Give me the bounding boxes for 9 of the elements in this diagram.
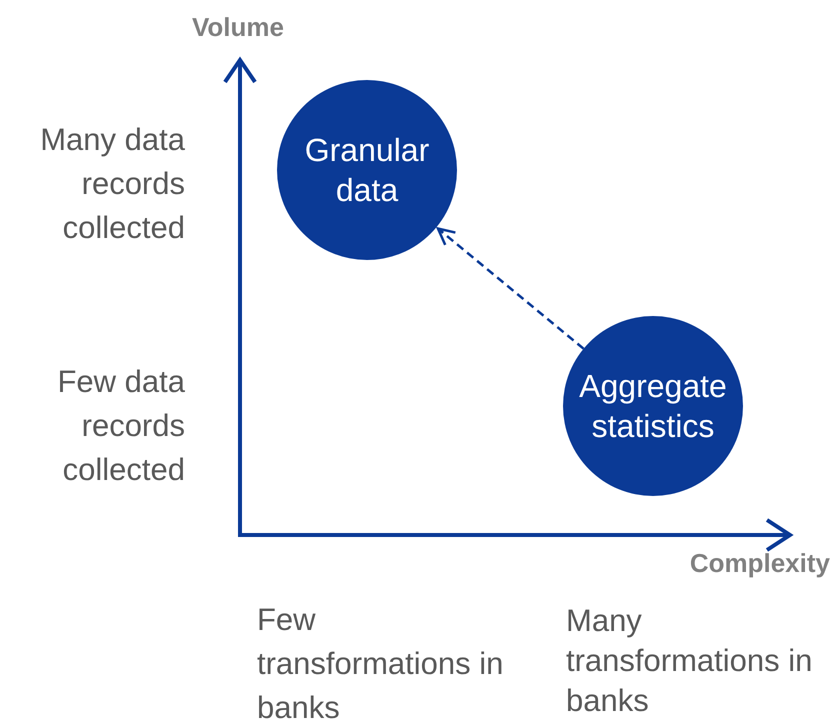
axis-label: Many data records collected [39, 121, 185, 247]
dashed-arrow [436, 227, 584, 350]
axis-label: Many transformations in banks [566, 602, 814, 720]
circle-node: Granular data [277, 80, 457, 260]
axis-label: Few data records collected [56, 363, 185, 489]
circle-node: Aggregate statistics [563, 316, 743, 496]
axis-title: Volume [191, 12, 285, 42]
axis-title: Complexity [688, 548, 830, 578]
axis-label: Few transformations in banks [257, 601, 504, 725]
